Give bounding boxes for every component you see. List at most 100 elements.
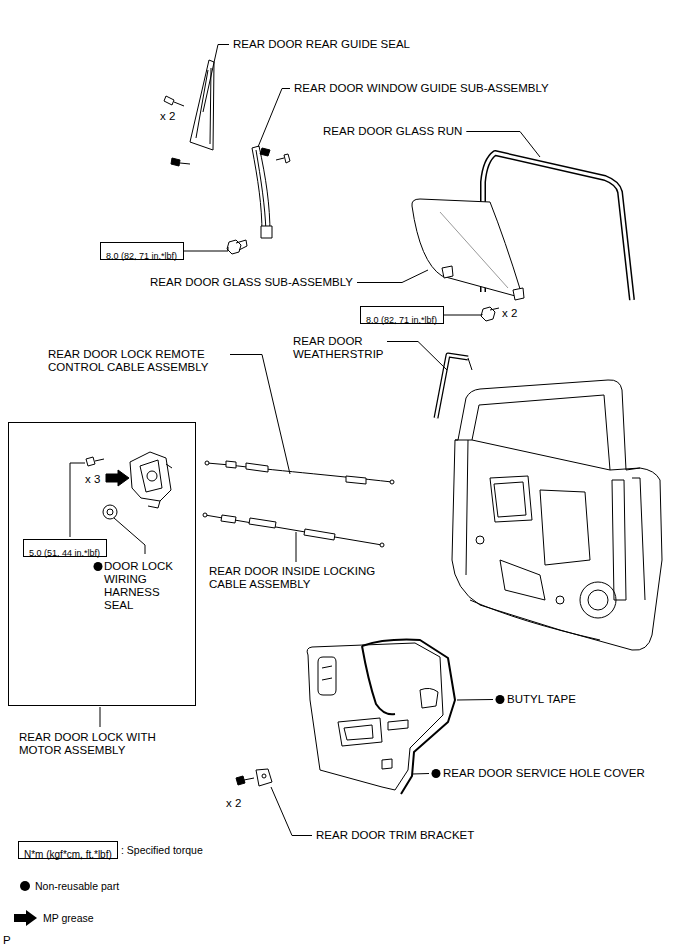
door-panel [500,560,545,600]
inside-locking-cable [304,529,335,540]
service-hole-cover [318,657,336,695]
part-name: REAR DOOR GLASS SUB-ASSEMBLY [150,276,353,289]
door-glass [513,288,524,300]
trim-bracket [236,769,272,786]
door-lock [140,460,162,492]
inside-locking-cable [249,518,276,528]
leader-line [412,773,429,775]
door-panel [470,600,600,640]
service-hole-cover [322,666,332,680]
door-lock [103,505,117,519]
part-name: REAR DOOR INSIDE LOCKING CABLE ASSEMBLY [209,565,391,591]
remote-control-cable [205,461,394,484]
door-glass [412,199,524,300]
screw [164,96,174,105]
remote-control-cable [246,463,268,472]
bolt [236,240,247,250]
door-panel [632,478,645,600]
part-name: REAR DOOR SERVICE HOLE COVER [443,767,645,780]
part-name: REAR DOOR WEATHERSTRIP [293,335,383,361]
service-hole-cover [420,688,438,708]
part-name: DOOR LOCK WIRING HARNESS SEAL [104,560,176,612]
door-lock [70,463,85,537]
leader-line [387,342,447,371]
torque-value: 5.0 (51, 44 in.*lbf) [29,547,100,559]
window-guide [252,146,270,234]
quantity-note: x 2 [226,797,241,810]
door-lock [106,470,129,486]
screw [276,154,290,163]
non-reusable-mark [432,769,441,778]
door-lock [114,518,145,554]
door-panel [452,380,662,650]
butyl-tape [362,640,455,794]
door-lock [148,464,172,508]
legend-sample [20,881,30,891]
remote-control-cable [346,476,366,484]
assembly-group-box: x 3DOOR LOCK WIRING HARNESS SEALREAR DOO… [8,422,196,706]
window-guide [261,226,272,238]
part-name: BUTYL TAPE [507,693,576,706]
door-panel [580,582,616,618]
guide-seal [196,68,211,144]
leader-line [258,89,290,148]
trim-bracket [236,776,245,785]
door-panel [476,536,484,544]
quantity-note: x 3 [85,473,100,486]
service-hole-cover [344,725,373,740]
door-lock [86,457,95,466]
door-lock [130,452,171,501]
inside-locking-cable [380,543,384,547]
legend-sample [14,910,37,926]
torque-legend-box: N*m (kgf*cm, ft.*lbf) [18,841,118,859]
screw [164,96,290,166]
service-hole-cover [307,643,443,790]
bolt [490,308,499,310]
guide-seal [190,60,214,150]
screw [180,163,190,164]
door-glass [440,212,508,288]
torque-spec-box: 8.0 (82, 71 in.*lbf) [360,306,444,324]
door-panel [556,596,564,604]
service-hole-cover [388,720,408,730]
legend-text: : Specified torque [121,844,203,857]
leader-line [466,132,540,158]
leader-line [357,270,428,283]
leader-line [230,355,290,475]
door-panel [466,440,468,575]
assembly-name: REAR DOOR LOCK WITH MOTOR ASSEMBLY [19,731,171,757]
quantity-note: x 2 [160,110,175,123]
door-panel [540,490,590,565]
window-guide [260,148,270,156]
non-reusable-mark [20,881,30,891]
leader-line [271,787,312,836]
trim-bracket [262,774,266,778]
guide-seal [190,60,214,150]
door-lock [107,509,113,515]
part-name: REAR DOOR WINDOW GUIDE SUB-ASSEMBLY [294,82,549,95]
part-name: REAR DOOR GLASS RUN [323,125,462,138]
part-name: REAR DOOR TRIM BRACKET [316,829,474,842]
quantity-note: x 2 [502,307,517,320]
door-panel [588,590,608,610]
door-lock [100,707,101,727]
remote-control-cable [226,461,236,468]
door-panel [472,395,610,470]
inside-locking-cable [221,515,236,523]
torque-spec-box: 8.0 (82, 71 in.*lbf) [100,242,184,260]
trim-bracket [244,778,254,780]
non-reusable-mark [94,562,103,571]
window-guide [256,150,266,232]
weatherstrip [468,358,472,370]
door-panel [455,440,640,470]
torque-spec-box: 5.0 (51, 44 in.*lbf) [23,539,107,557]
leader-line [457,699,493,701]
leader-line [444,314,482,315]
service-hole-cover [307,643,443,790]
door-lock [95,459,104,461]
inside-locking-cable [205,515,382,545]
